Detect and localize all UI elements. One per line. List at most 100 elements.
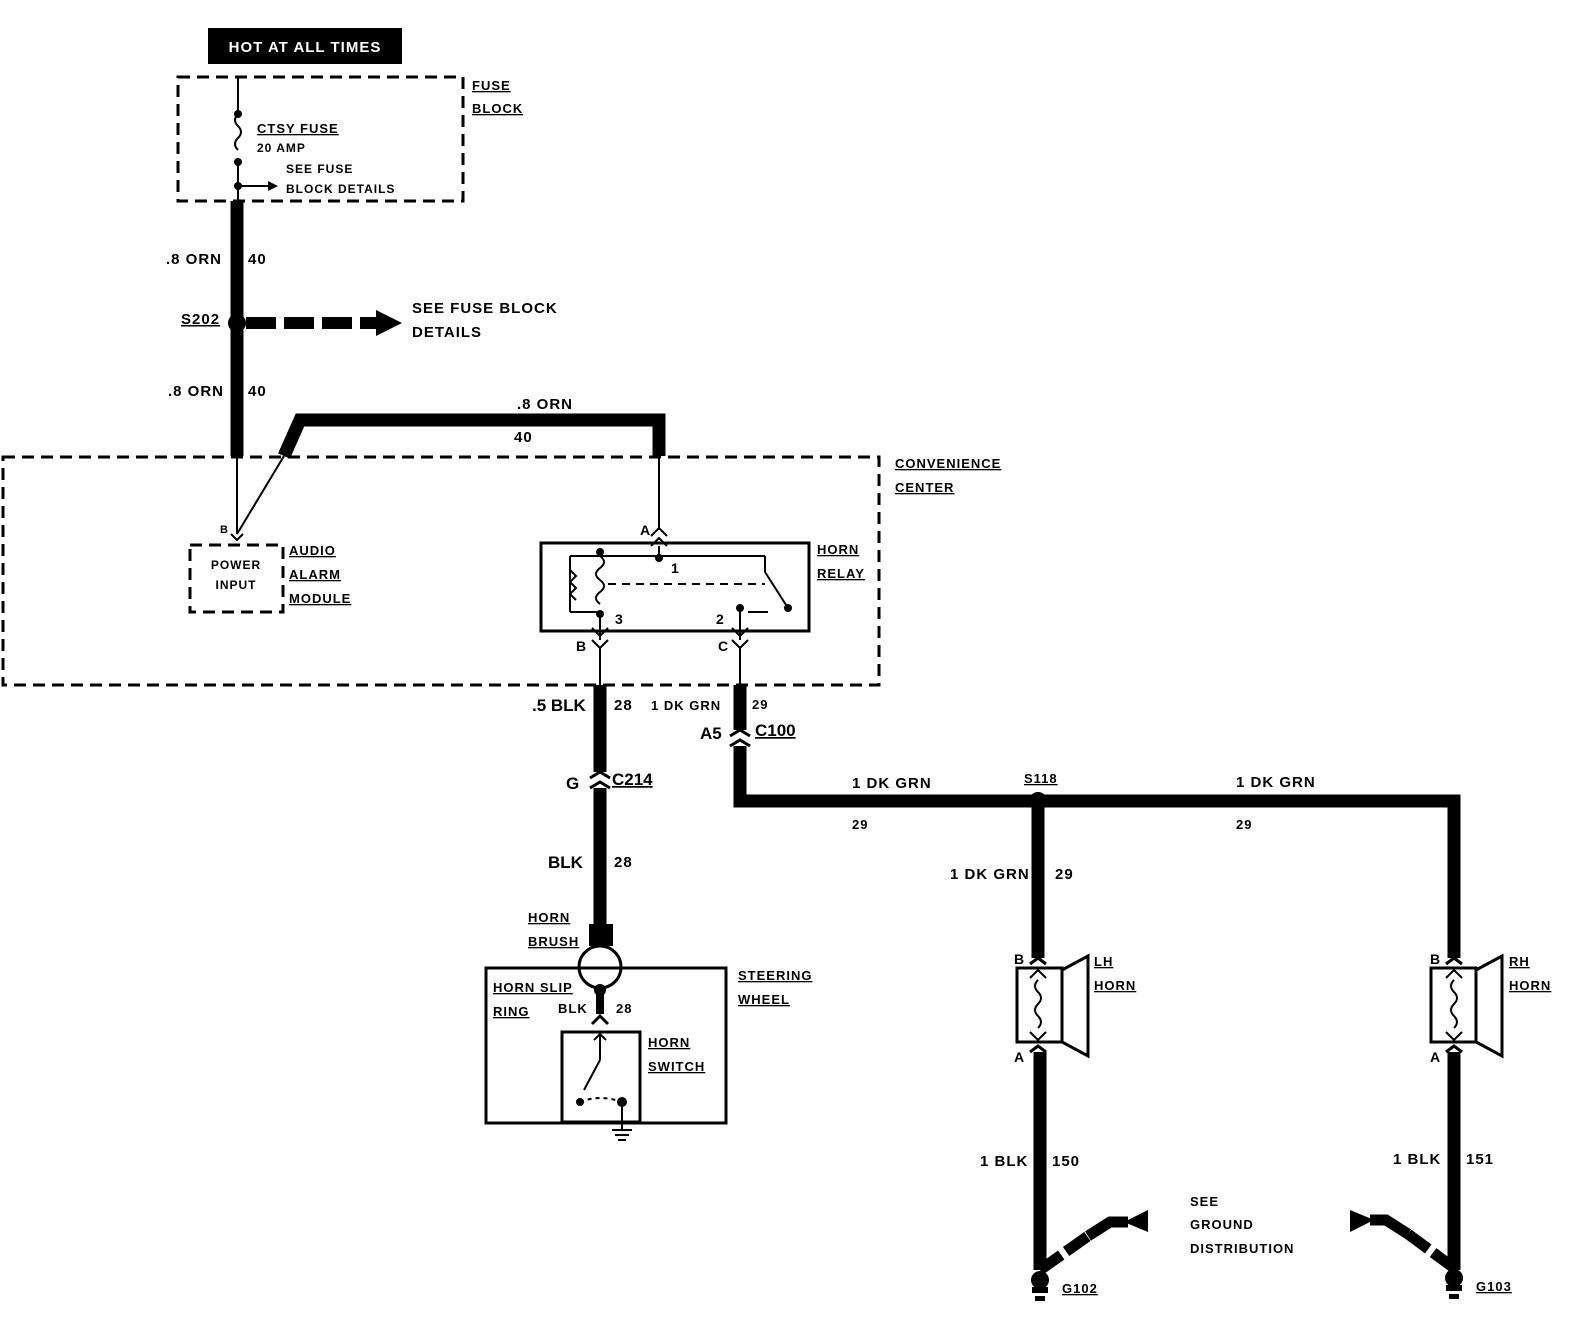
- wire-40: .8 ORN 40 S202 SEE FUSE BLOCK DETAILS .8…: [166, 201, 666, 459]
- fuse-name: CTSY FUSE: [257, 121, 339, 136]
- rh-horn-label-2: HORN: [1509, 978, 1551, 993]
- rh-horn-label-1: RH: [1509, 954, 1530, 969]
- fuse-see-1: SEE FUSE: [286, 162, 353, 176]
- w40-top-color: .8 ORN: [166, 251, 222, 268]
- w151-num: 151: [1466, 1151, 1494, 1168]
- relay-coil-icon: [595, 555, 605, 605]
- relay-term-2: 2: [716, 611, 724, 627]
- lh-horn: B A LH HORN 1 BLK 150: [980, 951, 1136, 1270]
- w29-right-color: 1 DK GRN: [1236, 774, 1316, 791]
- horn-relay-label-2: RELAY: [817, 566, 865, 581]
- power-input-2: INPUT: [216, 578, 257, 592]
- w29-left-color: 1 DK GRN: [852, 775, 932, 792]
- audio-alarm-label-2: ALARM: [289, 567, 341, 582]
- horn-brush-label-2: BRUSH: [528, 934, 579, 949]
- w40-top-num: 40: [248, 251, 267, 268]
- ground-g103: G103: [1350, 1210, 1512, 1299]
- w28-top-num: 28: [614, 697, 633, 714]
- hot-label: HOT AT ALL TIMES: [229, 39, 382, 56]
- fuse-icon: [234, 113, 242, 151]
- audio-alarm-module: B POWER INPUT AUDIO ALARM MODULE: [188, 455, 351, 614]
- fuse-block: FUSE BLOCK CTSY FUSE 20 AMP SEE FUSE BLO…: [176, 75, 523, 203]
- fuse-block-label-1: FUSE: [472, 78, 511, 93]
- w28-mid-num: 28: [614, 854, 633, 871]
- fuse-see-2: BLOCK DETAILS: [286, 182, 395, 196]
- audio-alarm-label-1: AUDIO: [289, 543, 336, 558]
- s202-see-1: SEE FUSE BLOCK: [412, 300, 558, 317]
- w29-top-num: 29: [752, 697, 768, 712]
- convenience-center-label-1: CONVENIENCE: [895, 456, 1001, 471]
- w28-sw-color: BLK: [558, 1001, 588, 1016]
- c214-label: C214: [612, 770, 653, 789]
- w150-num: 150: [1052, 1153, 1080, 1170]
- arrow-icon: [376, 310, 402, 336]
- rh-pin-b: B: [1430, 951, 1440, 967]
- w40-mid-num: 40: [248, 383, 267, 400]
- w29-right-num: 29: [1236, 817, 1252, 832]
- horn-relay: A HORN RELAY 1 3 2 B C: [539, 456, 865, 685]
- fuse-rating: 20 AMP: [257, 141, 306, 155]
- ground-distribution-note: SEE GROUND DISTRIBUTION: [1190, 1194, 1294, 1256]
- hot-at-all-times-banner: HOT AT ALL TIMES: [208, 28, 402, 64]
- relay-term-3: 3: [615, 611, 623, 627]
- w29-down-color: 1 DK GRN: [950, 866, 1030, 883]
- g102-label: G102: [1062, 1281, 1098, 1296]
- slip-ring-label-1: HORN SLIP: [493, 980, 573, 995]
- horn-brush-label-1: HORN: [528, 910, 570, 925]
- slip-ring-label-2: RING: [493, 1004, 530, 1019]
- steering-wheel: HORN BRUSH STEERING WHEEL HORN SLIP RING…: [484, 910, 812, 1141]
- wire-29: 1 DK GRN 29 A5 C100 1 DK GRN 29 S118 1 D…: [651, 685, 1461, 958]
- c100-label: C100: [755, 721, 796, 740]
- ground-icon: [612, 1129, 632, 1141]
- ground-see-1: SEE: [1190, 1194, 1219, 1209]
- rh-horn: B A RH HORN 1 BLK 151: [1393, 951, 1551, 1270]
- s202-splice: [228, 314, 246, 332]
- s118-label: S118: [1024, 771, 1058, 786]
- horn-coil-icon: [1450, 979, 1458, 1029]
- s202-see-2: DETAILS: [412, 324, 482, 341]
- ground-see-3: DISTRIBUTION: [1190, 1241, 1294, 1256]
- w28-mid-color: BLK: [548, 853, 584, 872]
- g103-label: G103: [1476, 1279, 1512, 1294]
- steering-wheel-label-1: STEERING: [738, 968, 812, 983]
- w40-mid-color: .8 ORN: [168, 383, 224, 400]
- w29-left-num: 29: [852, 817, 868, 832]
- horn-switch: [560, 1030, 642, 1124]
- lh-horn-label-1: LH: [1094, 954, 1113, 969]
- ground-g102: G102: [1031, 1210, 1148, 1301]
- w40-relay-color: .8 ORN: [517, 396, 573, 413]
- relay-pin-b: B: [576, 638, 586, 654]
- horn-relay-label-1: HORN: [817, 542, 859, 557]
- relay-pin-a: A: [640, 522, 650, 538]
- w151-color: 1 BLK: [1393, 1151, 1441, 1168]
- wire-28: .5 BLK 28 G C214 BLK 28: [532, 685, 653, 924]
- steering-wheel-label-2: WHEEL: [738, 992, 790, 1007]
- fuse-block-label-2: BLOCK: [472, 101, 523, 116]
- lh-pin-a: A: [1014, 1049, 1024, 1065]
- w150-color: 1 BLK: [980, 1153, 1028, 1170]
- horn-coil-icon: [1034, 979, 1042, 1029]
- lh-horn-label-2: HORN: [1094, 978, 1136, 993]
- audio-alarm-pin-b: B: [220, 524, 229, 536]
- rh-pin-a: A: [1430, 1049, 1440, 1065]
- w29-down-num: 29: [1055, 866, 1074, 883]
- relay-pin-c: C: [718, 638, 728, 654]
- convenience-center: CONVENIENCE CENTER: [1, 455, 1001, 687]
- horn-switch-label-1: HORN: [648, 1035, 690, 1050]
- ground-see-2: GROUND: [1190, 1217, 1254, 1232]
- w40-relay-num: 40: [514, 429, 533, 446]
- c100-pin: A5: [700, 724, 722, 743]
- power-input-1: POWER: [211, 558, 261, 572]
- w28-sw-num: 28: [616, 1001, 632, 1016]
- s202-label: S202: [181, 311, 220, 328]
- audio-alarm-label-3: MODULE: [289, 591, 351, 606]
- c214-pin: G: [566, 774, 579, 793]
- arrow-icon: [268, 181, 278, 191]
- w29-top-color: 1 DK GRN: [651, 698, 721, 713]
- lh-pin-b: B: [1014, 951, 1024, 967]
- convenience-center-label-2: CENTER: [895, 480, 954, 495]
- horn-brush: [589, 924, 613, 946]
- relay-term-1: 1: [671, 560, 679, 576]
- w28-top-color: .5 BLK: [532, 696, 587, 715]
